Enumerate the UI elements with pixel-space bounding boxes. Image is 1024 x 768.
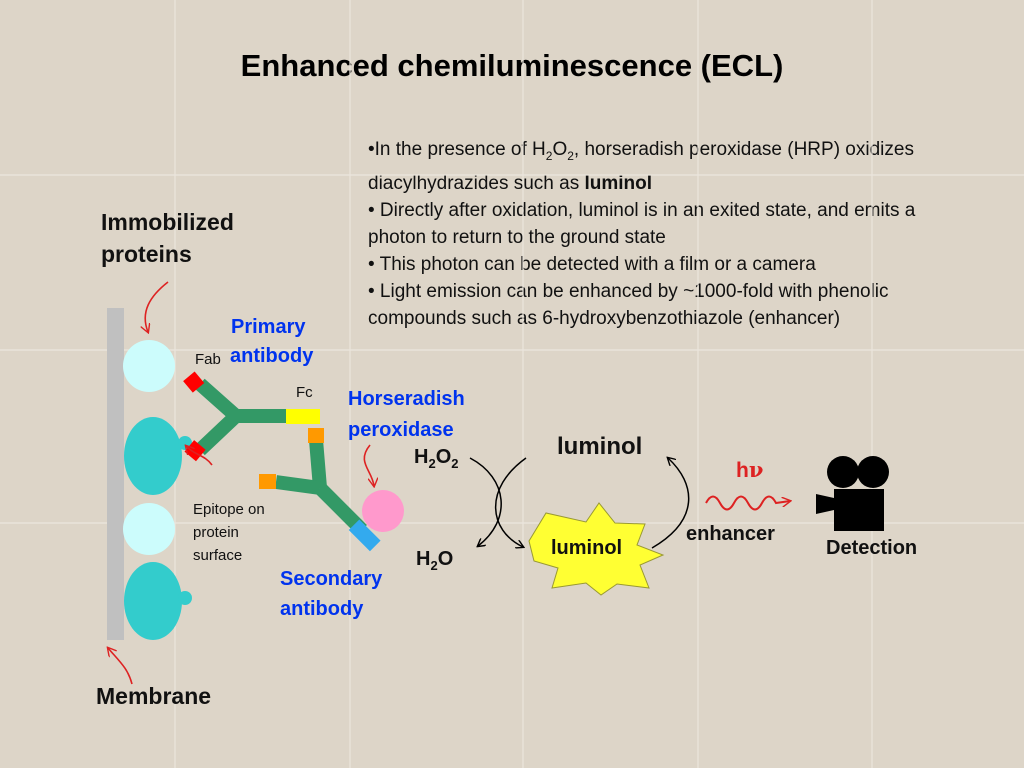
epitope-line3: surface — [193, 547, 243, 564]
membrane-bar — [107, 308, 124, 640]
bullet-3: • This photon can be detected with a fil… — [368, 253, 816, 275]
h2o-label: H2O — [416, 548, 453, 573]
arrow-excited-to-luminol — [651, 458, 690, 549]
photon-wave-arrow — [705, 495, 790, 511]
h2o2-label: H2O2 — [414, 446, 458, 471]
bullet-4: • Light emission can be enhanced by ~100… — [368, 280, 889, 329]
bullet-1-sub-a: 2 — [545, 148, 553, 163]
h2o2-sub-a: 2 — [428, 456, 436, 471]
slide-title: Enhanced chemiluminescence (ECL) — [240, 48, 784, 83]
primary-fab-tip-top — [183, 371, 205, 393]
hrp-line1: Horseradish — [348, 388, 465, 410]
immobilized-proteins-label: Immobilized proteins — [101, 206, 234, 270]
h2o2-h: H — [414, 446, 429, 468]
protein-teal-bottom — [124, 562, 182, 640]
secondary-line2: antibody — [280, 598, 364, 620]
bullet-1: •In the presence of H2O2, horseradish pe… — [368, 136, 968, 197]
hrp-label: Horseradish peroxidase — [348, 384, 465, 446]
fc-label: Fc — [296, 384, 313, 401]
arrow-membrane — [108, 648, 133, 685]
immobilized-line1: Immobilized — [101, 209, 234, 235]
bullet-1-text-c: , horseradish peroxidase (HRP) oxidizes … — [368, 139, 914, 194]
fab-label: Fab — [195, 351, 221, 368]
arrow-hrp — [363, 444, 374, 486]
hrp-enzyme — [362, 490, 404, 532]
camera-icon — [816, 456, 889, 531]
immobilized-line2: proteins — [101, 241, 192, 267]
protein-light-bottom — [123, 503, 175, 555]
membrane-label: Membrane — [96, 683, 212, 709]
h2o-sub: 2 — [430, 558, 438, 573]
secondary-fab-tip-left — [259, 474, 276, 489]
bullet-1-text-b: O — [552, 139, 568, 160]
epitope-label: Epitope on protein surface — [193, 498, 265, 567]
h2o2-o: O — [435, 446, 452, 468]
protein-light-top — [123, 340, 175, 392]
primary-antibody-label: Primary antibody — [230, 313, 313, 371]
photon-hv-label: hν — [736, 457, 763, 483]
arrow-immobilized-proteins — [145, 281, 169, 332]
hv-nu: ν — [748, 457, 764, 482]
bullet-1-sub-b: 2 — [567, 148, 574, 163]
primary-line2: antibody — [230, 345, 314, 367]
primary-fc-tip — [286, 409, 320, 424]
hrp-line2: peroxidase — [348, 419, 454, 441]
arrow-epitope — [186, 446, 213, 466]
secondary-fc-tip — [348, 519, 381, 552]
primary-line1: Primary — [231, 316, 306, 338]
protein-bump-bottom — [178, 591, 192, 605]
enhancer-label: enhancer — [686, 523, 775, 545]
detection-label: Detection — [826, 537, 918, 559]
protein-teal-epitope — [124, 417, 182, 495]
epitope-line2: protein — [193, 524, 239, 541]
bullet-2: • Directly after oxidation, luminol is i… — [368, 199, 916, 248]
secondary-fab-tip-top — [308, 428, 324, 443]
secondary-line1: Secondary — [280, 568, 383, 590]
arrow-h2o2-to-h2o — [469, 457, 502, 546]
secondary-antibody — [259, 428, 381, 552]
epitope-line1: Epitope on — [193, 501, 265, 518]
arrow-luminol-to-excited — [494, 457, 527, 547]
bullet-text-block: •In the presence of H2O2, horseradish pe… — [368, 136, 968, 332]
bullet-1-bold-luminol: luminol — [584, 172, 653, 194]
h2o-o: O — [437, 548, 454, 570]
luminol-excited-label: luminol — [551, 537, 623, 559]
h2o-h: H — [416, 548, 431, 570]
hv-h: h — [736, 459, 749, 482]
excited-luminol-star — [528, 502, 665, 596]
bullet-1-text-a: •In the presence of H — [368, 139, 546, 160]
h2o2-sub-b: 2 — [451, 456, 459, 471]
primary-antibody — [183, 371, 320, 462]
luminol-ground-label: luminol — [557, 433, 643, 460]
secondary-antibody-label: Secondary antibody — [280, 564, 382, 624]
